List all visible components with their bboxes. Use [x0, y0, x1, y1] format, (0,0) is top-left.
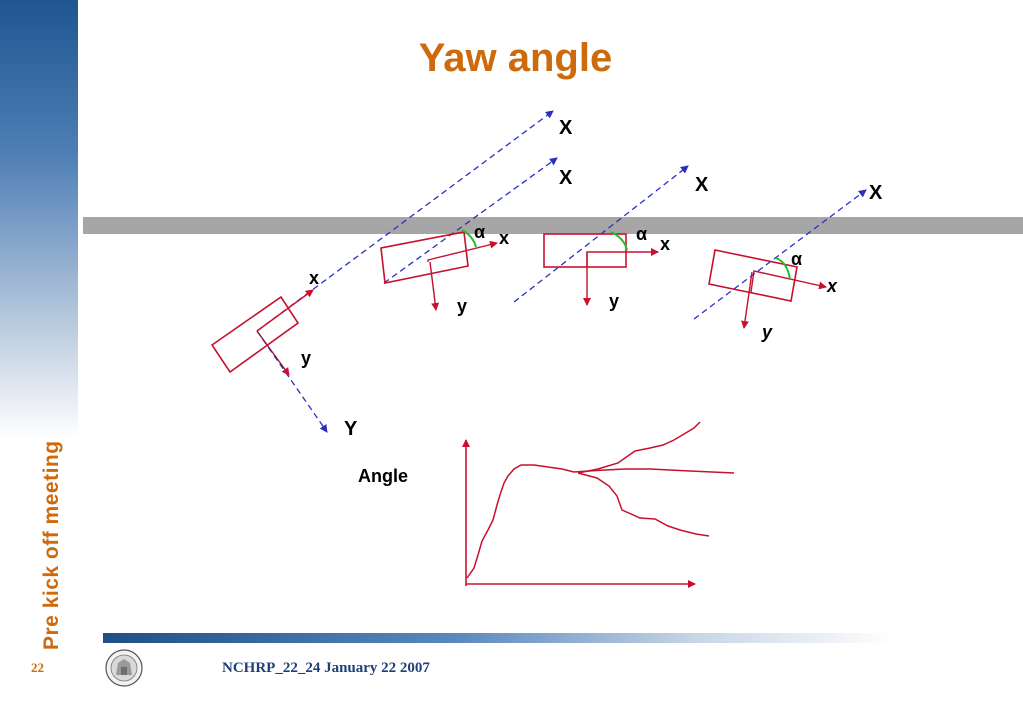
- footer-text: NCHRP_22_24 January 22 2007: [222, 660, 430, 676]
- university-seal-logo: [105, 649, 143, 687]
- vehicle-4: [708, 249, 827, 329]
- angle-graph: [462, 421, 735, 588]
- global-x-axis-4: [693, 189, 867, 320]
- page-number: 22: [31, 660, 44, 675]
- label-X-2: X: [559, 167, 573, 189]
- label-X-4: X: [869, 182, 883, 204]
- label-y-car2: y: [457, 296, 467, 316]
- label-x-car4: x: [826, 276, 838, 296]
- label-x-car3: x: [660, 234, 670, 254]
- label-alpha-car3: α: [636, 224, 647, 244]
- vehicle-3: [543, 231, 659, 306]
- label-Y: Y: [344, 418, 358, 440]
- label-X-1: X: [559, 117, 573, 139]
- footer-gradient-bar: [103, 633, 893, 643]
- vehicle-1: [210, 289, 314, 376]
- sidebar-gradient: [0, 0, 78, 708]
- slide-title: Yaw angle: [418, 36, 613, 80]
- label-y-car3: y: [609, 291, 619, 311]
- graph-label-angle: Angle: [358, 466, 408, 486]
- label-X-3: X: [695, 174, 709, 196]
- label-y-car1: y: [301, 348, 311, 368]
- barrier-band: [83, 217, 1023, 234]
- label-alpha-car4: α: [791, 249, 802, 269]
- label-alpha-car2: α: [474, 222, 485, 242]
- label-x-car2: x: [499, 228, 509, 248]
- label-x-car1: x: [309, 268, 319, 288]
- label-y-car4: y: [761, 322, 773, 342]
- global-x-axis-2: [383, 157, 558, 284]
- vehicle-2: [380, 229, 498, 311]
